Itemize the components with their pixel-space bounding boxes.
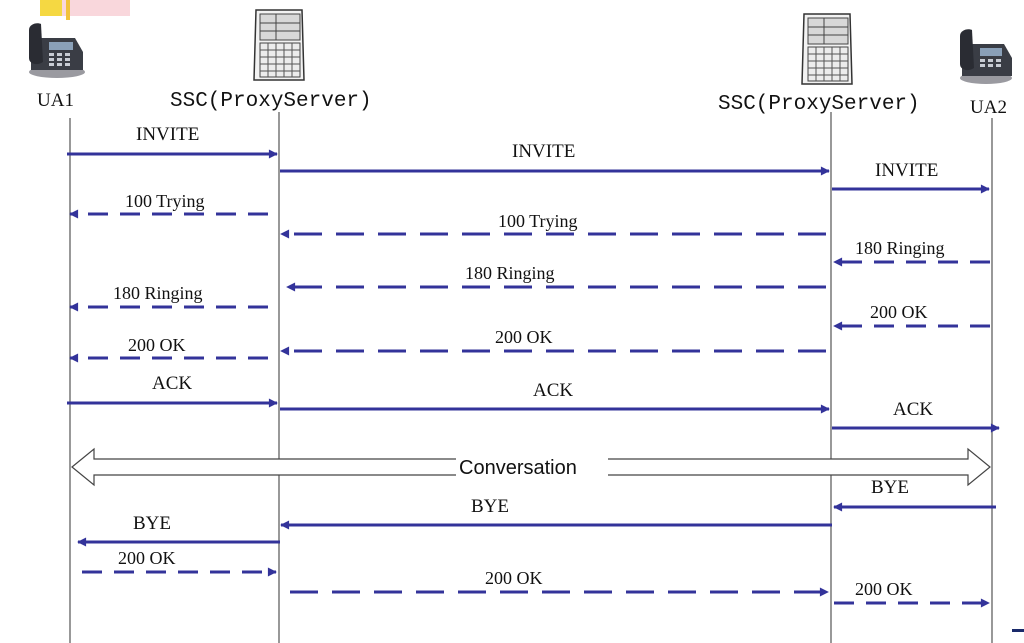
conversation-label-background xyxy=(456,457,608,477)
server-icon xyxy=(801,13,853,85)
message-label-200-ok: 200 OK xyxy=(118,548,176,568)
corner-decoration-yellow xyxy=(40,0,62,16)
corner-decoration-pink xyxy=(62,0,130,16)
message-label-200-ok: 200 OK xyxy=(495,327,553,347)
message-label-invite: INVITE xyxy=(512,141,575,162)
message-label-100-trying: 100 Trying xyxy=(125,191,205,211)
message-label-200-ok: 200 OK xyxy=(128,335,186,355)
message-label-bye: BYE xyxy=(133,513,171,534)
message-label-180-ringing: 180 Ringing xyxy=(465,263,555,283)
participant-label-ssc2: SSC(ProxyServer) xyxy=(718,93,920,116)
participant-label-ssc1: SSC(ProxyServer) xyxy=(170,90,372,113)
corner-mark xyxy=(1012,629,1024,632)
phone-icon xyxy=(29,23,85,78)
message-label-ack: ACK xyxy=(533,380,573,401)
message-label-ack: ACK xyxy=(893,399,933,420)
conversation-label: Conversation xyxy=(459,457,577,479)
message-label-bye: BYE xyxy=(471,496,509,517)
message-label-200-ok: 200 OK xyxy=(870,302,928,322)
message-label-200-ok: 200 OK xyxy=(485,568,543,588)
message-label-ack: ACK xyxy=(152,373,192,394)
message-label-100-trying: 100 Trying xyxy=(498,211,578,231)
lifelines xyxy=(69,112,993,643)
message-label-200-ok: 200 OK xyxy=(855,579,913,599)
message-label-180-ringing: 180 Ringing xyxy=(855,238,945,258)
message-label-invite: INVITE xyxy=(875,160,938,181)
message-label-bye: BYE xyxy=(871,477,909,498)
phone-icon xyxy=(960,29,1012,84)
server-icon xyxy=(253,9,305,81)
message-arrows xyxy=(67,149,1000,608)
message-label-invite: INVITE xyxy=(136,124,199,145)
participant-label-ua1: UA1 xyxy=(37,90,74,111)
message-label-180-ringing: 180 Ringing xyxy=(113,283,203,303)
participant-label-ua2: UA2 xyxy=(970,97,1007,118)
corner-decoration-bar xyxy=(66,0,70,20)
